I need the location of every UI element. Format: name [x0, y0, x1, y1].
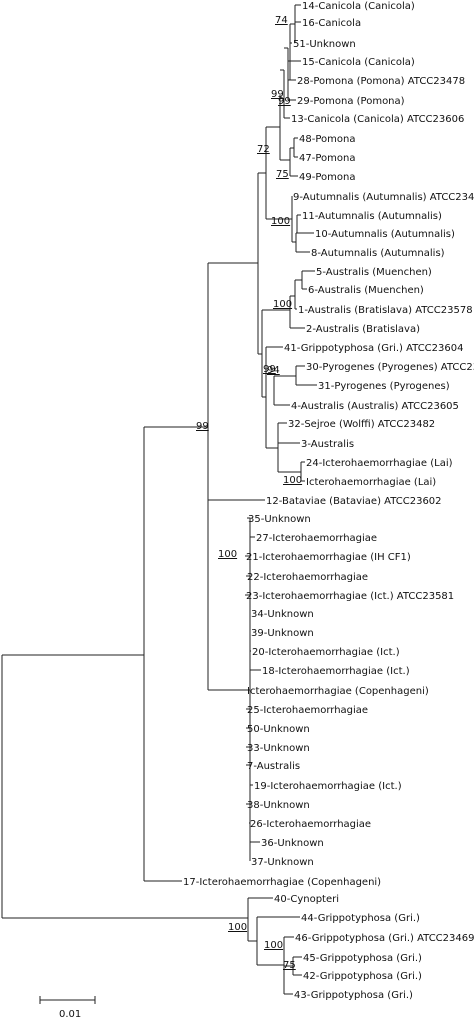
leaf-label: 10-Autumnalis (Autumnalis): [315, 229, 455, 240]
leaf-label: 51-Unknown: [293, 39, 356, 50]
bootstrap-value: 75: [276, 169, 289, 180]
leaf-label: 16-Canicola: [302, 18, 361, 29]
leaf-label: 18-Icterohaemorrhagiae (Ict.): [262, 666, 410, 677]
leaf-label: 7-Australis: [247, 761, 300, 772]
leaf-label: 25-Icterohaemorrhagiae: [247, 705, 368, 716]
leaf-label: 27-Icterohaemorrhagiae: [256, 533, 377, 544]
leaf-label: 8-Autumnalis (Autumnalis): [311, 248, 445, 259]
leaf-label: 42-Grippotyphosa (Gri.): [303, 971, 422, 982]
leaf-label: 19-Icterohaemorrhagiae (Ict.): [254, 781, 402, 792]
bootstrap-value: 100: [228, 922, 247, 933]
leaf-label: 26-Icterohaemorrhagiae: [250, 819, 371, 830]
leaf-label: 31-Pyrogenes (Pyrogenes): [318, 381, 450, 392]
leaf-label: 17-Icterohaemorrhagiae (Copenhageni): [183, 877, 381, 888]
bootstrap-value: 100: [283, 475, 302, 486]
bootstrap-value: 99: [263, 364, 276, 375]
leaf-label: 2-Australis (Bratislava): [306, 324, 420, 335]
leaf-label: 14-Canicola (Canicola): [302, 1, 415, 12]
bootstrap-value: 100: [218, 549, 237, 560]
bootstrap-value: 100: [271, 216, 290, 227]
leaf-label: 9-Autumnalis (Autumnalis) ATCC23476: [293, 192, 474, 203]
bootstrap-value: 75: [283, 960, 296, 971]
leaf-label: 40-Cynopteri: [274, 894, 339, 905]
bootstrap-value: 74: [275, 15, 288, 26]
leaf-label: 38-Unknown: [247, 800, 310, 811]
leaf-label: 22-Icterohaemorrhagiae: [247, 572, 368, 583]
leaf-label: 15-Canicola (Canicola): [302, 57, 415, 68]
leaf-label: 32-Sejroe (Wolffi) ATCC23482: [288, 419, 435, 430]
leaf-label: Icterohaemorrhagiae (Lai): [306, 477, 436, 488]
leaf-label: 45-Grippotyphosa (Gri.): [303, 953, 422, 964]
bootstrap-value: 94: [267, 365, 280, 376]
bootstrap-value: 100: [273, 299, 292, 310]
leaf-label: 33-Unknown: [247, 743, 310, 754]
leaf-label: 11-Autumnalis (Autumnalis): [302, 211, 442, 222]
bootstrap-value: 99: [278, 96, 291, 107]
leaf-label: 3-Australis: [301, 439, 354, 450]
leaf-label: 29-Pomona (Pomona): [297, 96, 405, 107]
leaf-label: 39-Unknown: [251, 628, 314, 639]
bootstrap-value: 72: [257, 144, 270, 155]
leaf-label: 13-Canicola (Canicola) ATCC23606: [291, 114, 464, 125]
bootstrap-value: 99: [196, 421, 209, 432]
leaf-label: 49-Pomona: [299, 172, 355, 183]
leaf-label: 36-Unknown: [261, 838, 324, 849]
leaf-label: 20-Icterohaemorrhagiae (Ict.): [252, 647, 400, 658]
leaf-label: 12-Bataviae (Bataviae) ATCC23602: [266, 496, 442, 507]
leaf-label: 47-Pomona: [299, 153, 355, 164]
leaf-label: Icterohaemorrhagiae (Copenhageni): [247, 686, 429, 697]
leaf-label: 35-Unknown: [248, 514, 311, 525]
leaf-label: 23-Icterohaemorrhagiae (Ict.) ATCC23581: [246, 591, 454, 602]
leaf-label: 6-Australis (Muenchen): [308, 285, 424, 296]
leaf-label: 43-Grippotyphosa (Gri.): [294, 990, 413, 1001]
leaf-label: 44-Grippotyphosa (Gri.): [301, 913, 420, 924]
leaf-label: 48-Pomona: [299, 134, 355, 145]
scale-bar-label: 0.01: [59, 1009, 81, 1020]
leaf-label: 28-Pomona (Pomona) ATCC23478: [297, 76, 465, 87]
leaf-label: 50-Unknown: [247, 724, 310, 735]
leaf-label: 34-Unknown: [251, 609, 314, 620]
leaf-label: 4-Australis (Australis) ATCC23605: [291, 401, 459, 412]
leaf-label: 1-Australis (Bratislava) ATCC23578: [298, 305, 473, 316]
bootstrap-value: 100: [264, 940, 283, 951]
bootstrap-value: 99: [271, 89, 284, 100]
leaf-label: 5-Australis (Muenchen): [316, 267, 432, 278]
leaf-label: 21-Icterohaemorrhagiae (IH CF1): [246, 552, 411, 563]
leaf-label: 30-Pyrogenes (Pyrogenes) ATCC23480: [306, 362, 474, 373]
leaf-label: 37-Unknown: [251, 857, 314, 868]
leaf-label: 46-Grippotyphosa (Gri.) ATCC23469: [295, 933, 474, 944]
leaf-label: 41-Grippotyphosa (Gri.) ATCC23604: [284, 343, 463, 354]
leaf-label: 24-Icterohaemorrhagiae (Lai): [306, 458, 453, 469]
